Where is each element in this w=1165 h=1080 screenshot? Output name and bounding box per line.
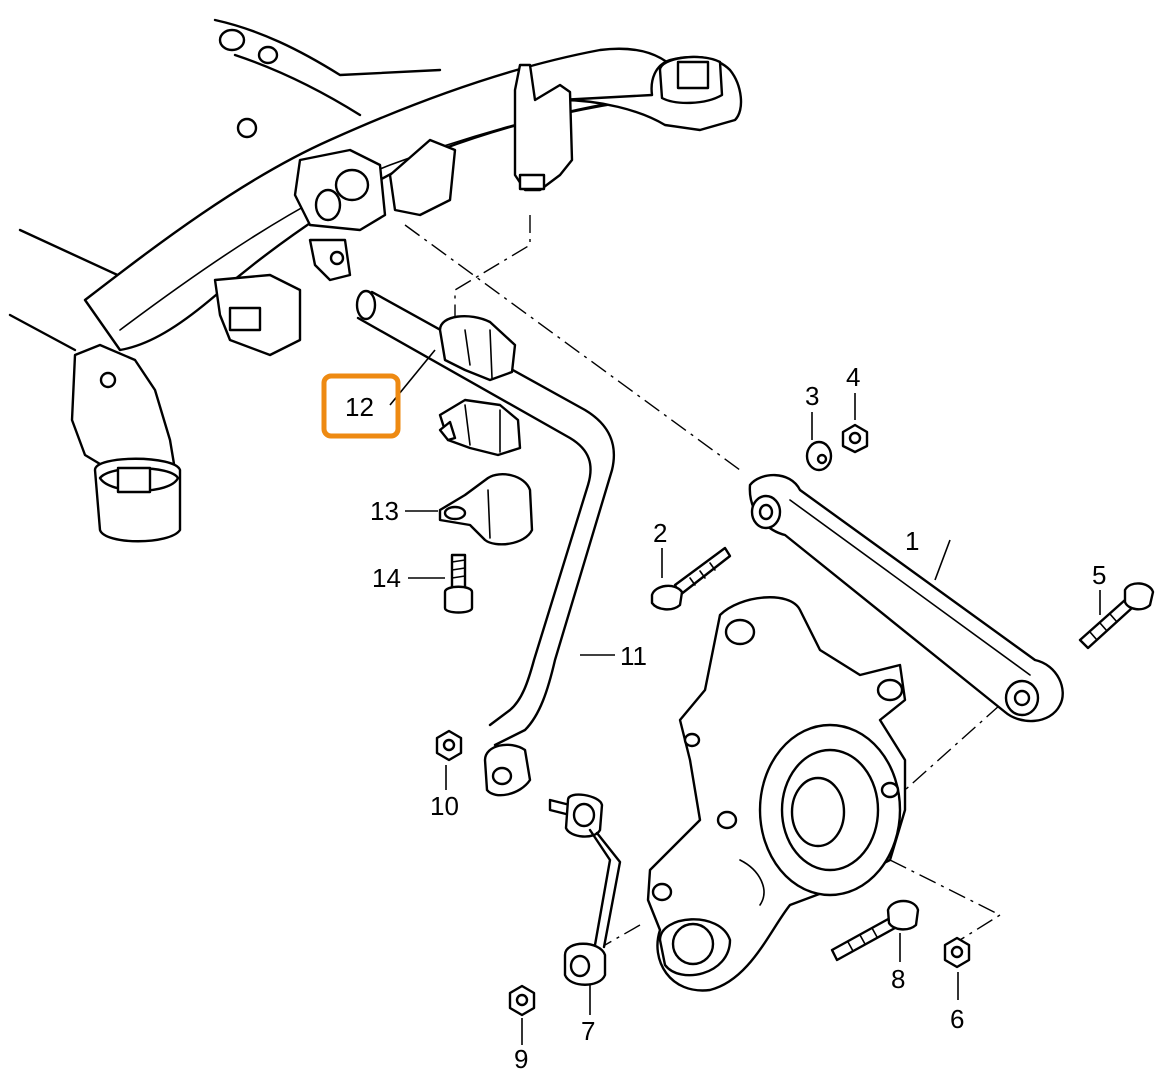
subframe bbox=[8, 18, 743, 543]
wheel-carrier bbox=[646, 596, 907, 992]
nut-10 bbox=[435, 729, 463, 762]
nut-9 bbox=[508, 984, 536, 1017]
assembly-dash-lines bbox=[404, 215, 1002, 946]
callout-7: 7 bbox=[581, 1016, 595, 1046]
bushing-and-clamp bbox=[438, 315, 534, 614]
callout-5: 5 bbox=[1092, 560, 1106, 590]
callout-10: 10 bbox=[430, 791, 459, 821]
callout-6: 6 bbox=[950, 1004, 964, 1034]
bolt-2 bbox=[650, 546, 732, 611]
callout-3: 3 bbox=[805, 381, 819, 411]
bolt-5 bbox=[1078, 582, 1155, 650]
stabilizer-bar bbox=[355, 289, 616, 797]
callout-labels: 1 2 3 4 5 6 7 8 9 10 11 12 13 14 bbox=[345, 362, 1106, 1074]
callout-4: 4 bbox=[846, 362, 860, 392]
callout-13: 13 bbox=[370, 496, 399, 526]
callout-8: 8 bbox=[891, 964, 905, 994]
highlight-box bbox=[321, 373, 401, 439]
callout-14: 14 bbox=[372, 563, 401, 593]
control-arm bbox=[748, 473, 1064, 723]
callout-11: 11 bbox=[620, 641, 647, 671]
callout-12: 12 bbox=[345, 392, 374, 422]
callout-1: 1 bbox=[905, 526, 919, 556]
nut-6 bbox=[943, 936, 971, 969]
bolt-8 bbox=[830, 899, 920, 962]
callout-9: 9 bbox=[514, 1044, 528, 1074]
drop-link bbox=[548, 793, 622, 986]
washer-3 bbox=[805, 440, 833, 472]
callout-2: 2 bbox=[653, 518, 667, 548]
nut-4 bbox=[841, 423, 869, 454]
